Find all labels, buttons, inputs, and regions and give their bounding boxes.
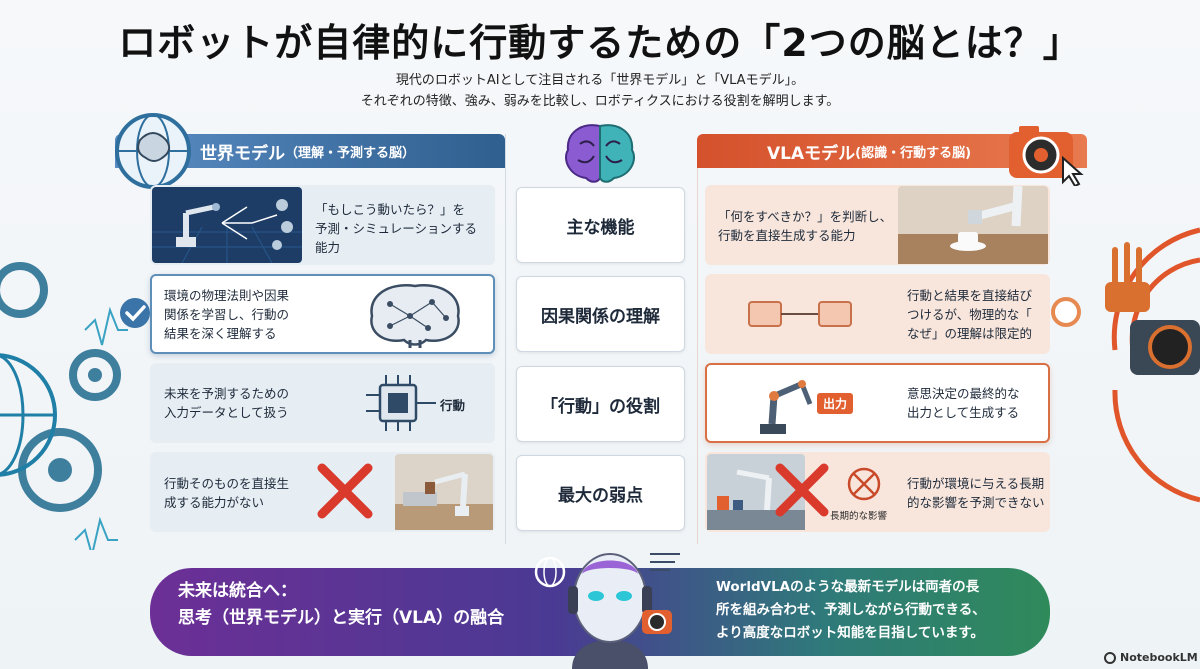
world-action-tag: 行動 [440, 398, 466, 413]
brain-icon [565, 124, 635, 183]
vla-output-tag: 出力 [817, 393, 854, 414]
notebooklm-logo-icon [1104, 651, 1116, 664]
criterion-weakness: 最大の弱点 [516, 455, 685, 531]
robot-arm-icon [760, 380, 813, 434]
world-model-title: 世界モデル [200, 143, 285, 164]
banner-heading: 未来は統合へ： 思考（世界モデル）と実行（VLA）の融合 [178, 581, 505, 628]
world-action-text: 未来を予測するための 入力データとして扱う [164, 386, 290, 420]
forbidden-icon [847, 467, 881, 501]
world-function-text: 「もしこう動いたら？」を 予測・シミュレーションする 能力 [315, 202, 478, 255]
long-term-effect-label: 長期的な影響 [830, 511, 888, 522]
direct-link-diagram [748, 301, 852, 327]
neural-brain-icon [370, 284, 460, 348]
robot-arm-desk-image [395, 454, 493, 530]
orange-ring-icon [1051, 297, 1081, 327]
world-causality-text: 環境の物理法則や因果 関係を学習し、行動の 結果を深く理解する [164, 288, 290, 341]
vla-action-text: 意思決定の最終的な 出力として生成する [907, 386, 1020, 420]
subtitle-line-1: 現代のロボットAIとして注目される「世界モデル」と「VLAモデル」。 [395, 73, 805, 88]
criterion-main-function: 主な機能 [516, 187, 685, 263]
notebooklm-brand: NotebookLM [1104, 651, 1198, 664]
robot-head-illustration [534, 553, 680, 669]
chip-icon [366, 375, 436, 431]
subtitle-line-2: それぞれの特徴、強み、弱みを比較し、ロボティクスにおける役割を解明します。 [360, 94, 840, 109]
vla-function-text: 「何をすべきか？」を判断し、 行動を直接生成する能力 [718, 209, 893, 243]
vla-model-title: VLAモデル [767, 143, 856, 164]
world-weakness-text: 行動そのものを直接生 成する能力がない [164, 476, 290, 510]
robot-coffee-image [898, 186, 1048, 264]
banner-description: WorldVLAのような最新モデルは両者の長 所を組み合わせ、予測しながら行動で… [716, 579, 986, 641]
vla-weakness-text: 行動が環境に与える長期 的な影響を予測できない [907, 476, 1045, 510]
page-subtitle: 現代のロボットAIとして注目される「世界モデル」と「VLAモデル」。 それぞれの… [0, 70, 1200, 112]
criterion-causality: 因果関係の理解 [516, 276, 685, 352]
vla-model-subtitle: (認識・行動する脳) [855, 145, 972, 161]
camera-click-icon [1009, 126, 1084, 186]
vla-causality-text: 行動と結果を直接結び つけるが、物理的な「 なぜ」の理解は限定的 [907, 288, 1033, 341]
robot-hand-decoration [1105, 227, 1200, 503]
red-cross-icon [775, 463, 829, 517]
checkmark-icon [120, 298, 150, 328]
brain-globe-icon [115, 113, 191, 189]
world-model-subtitle: （理解・予測する脳） [285, 145, 416, 161]
page-title: ロボットが自律的に行動するための「2つの脳とは？」 [118, 21, 1082, 65]
right-column-divider [697, 168, 698, 544]
world-card-action [150, 363, 495, 443]
left-column-divider [505, 134, 506, 544]
criterion-action-role: 「行動」の役割 [516, 366, 685, 442]
gears-left-decoration [0, 262, 128, 550]
red-cross-icon [317, 463, 373, 519]
robot-arm-prediction-image [152, 187, 302, 263]
